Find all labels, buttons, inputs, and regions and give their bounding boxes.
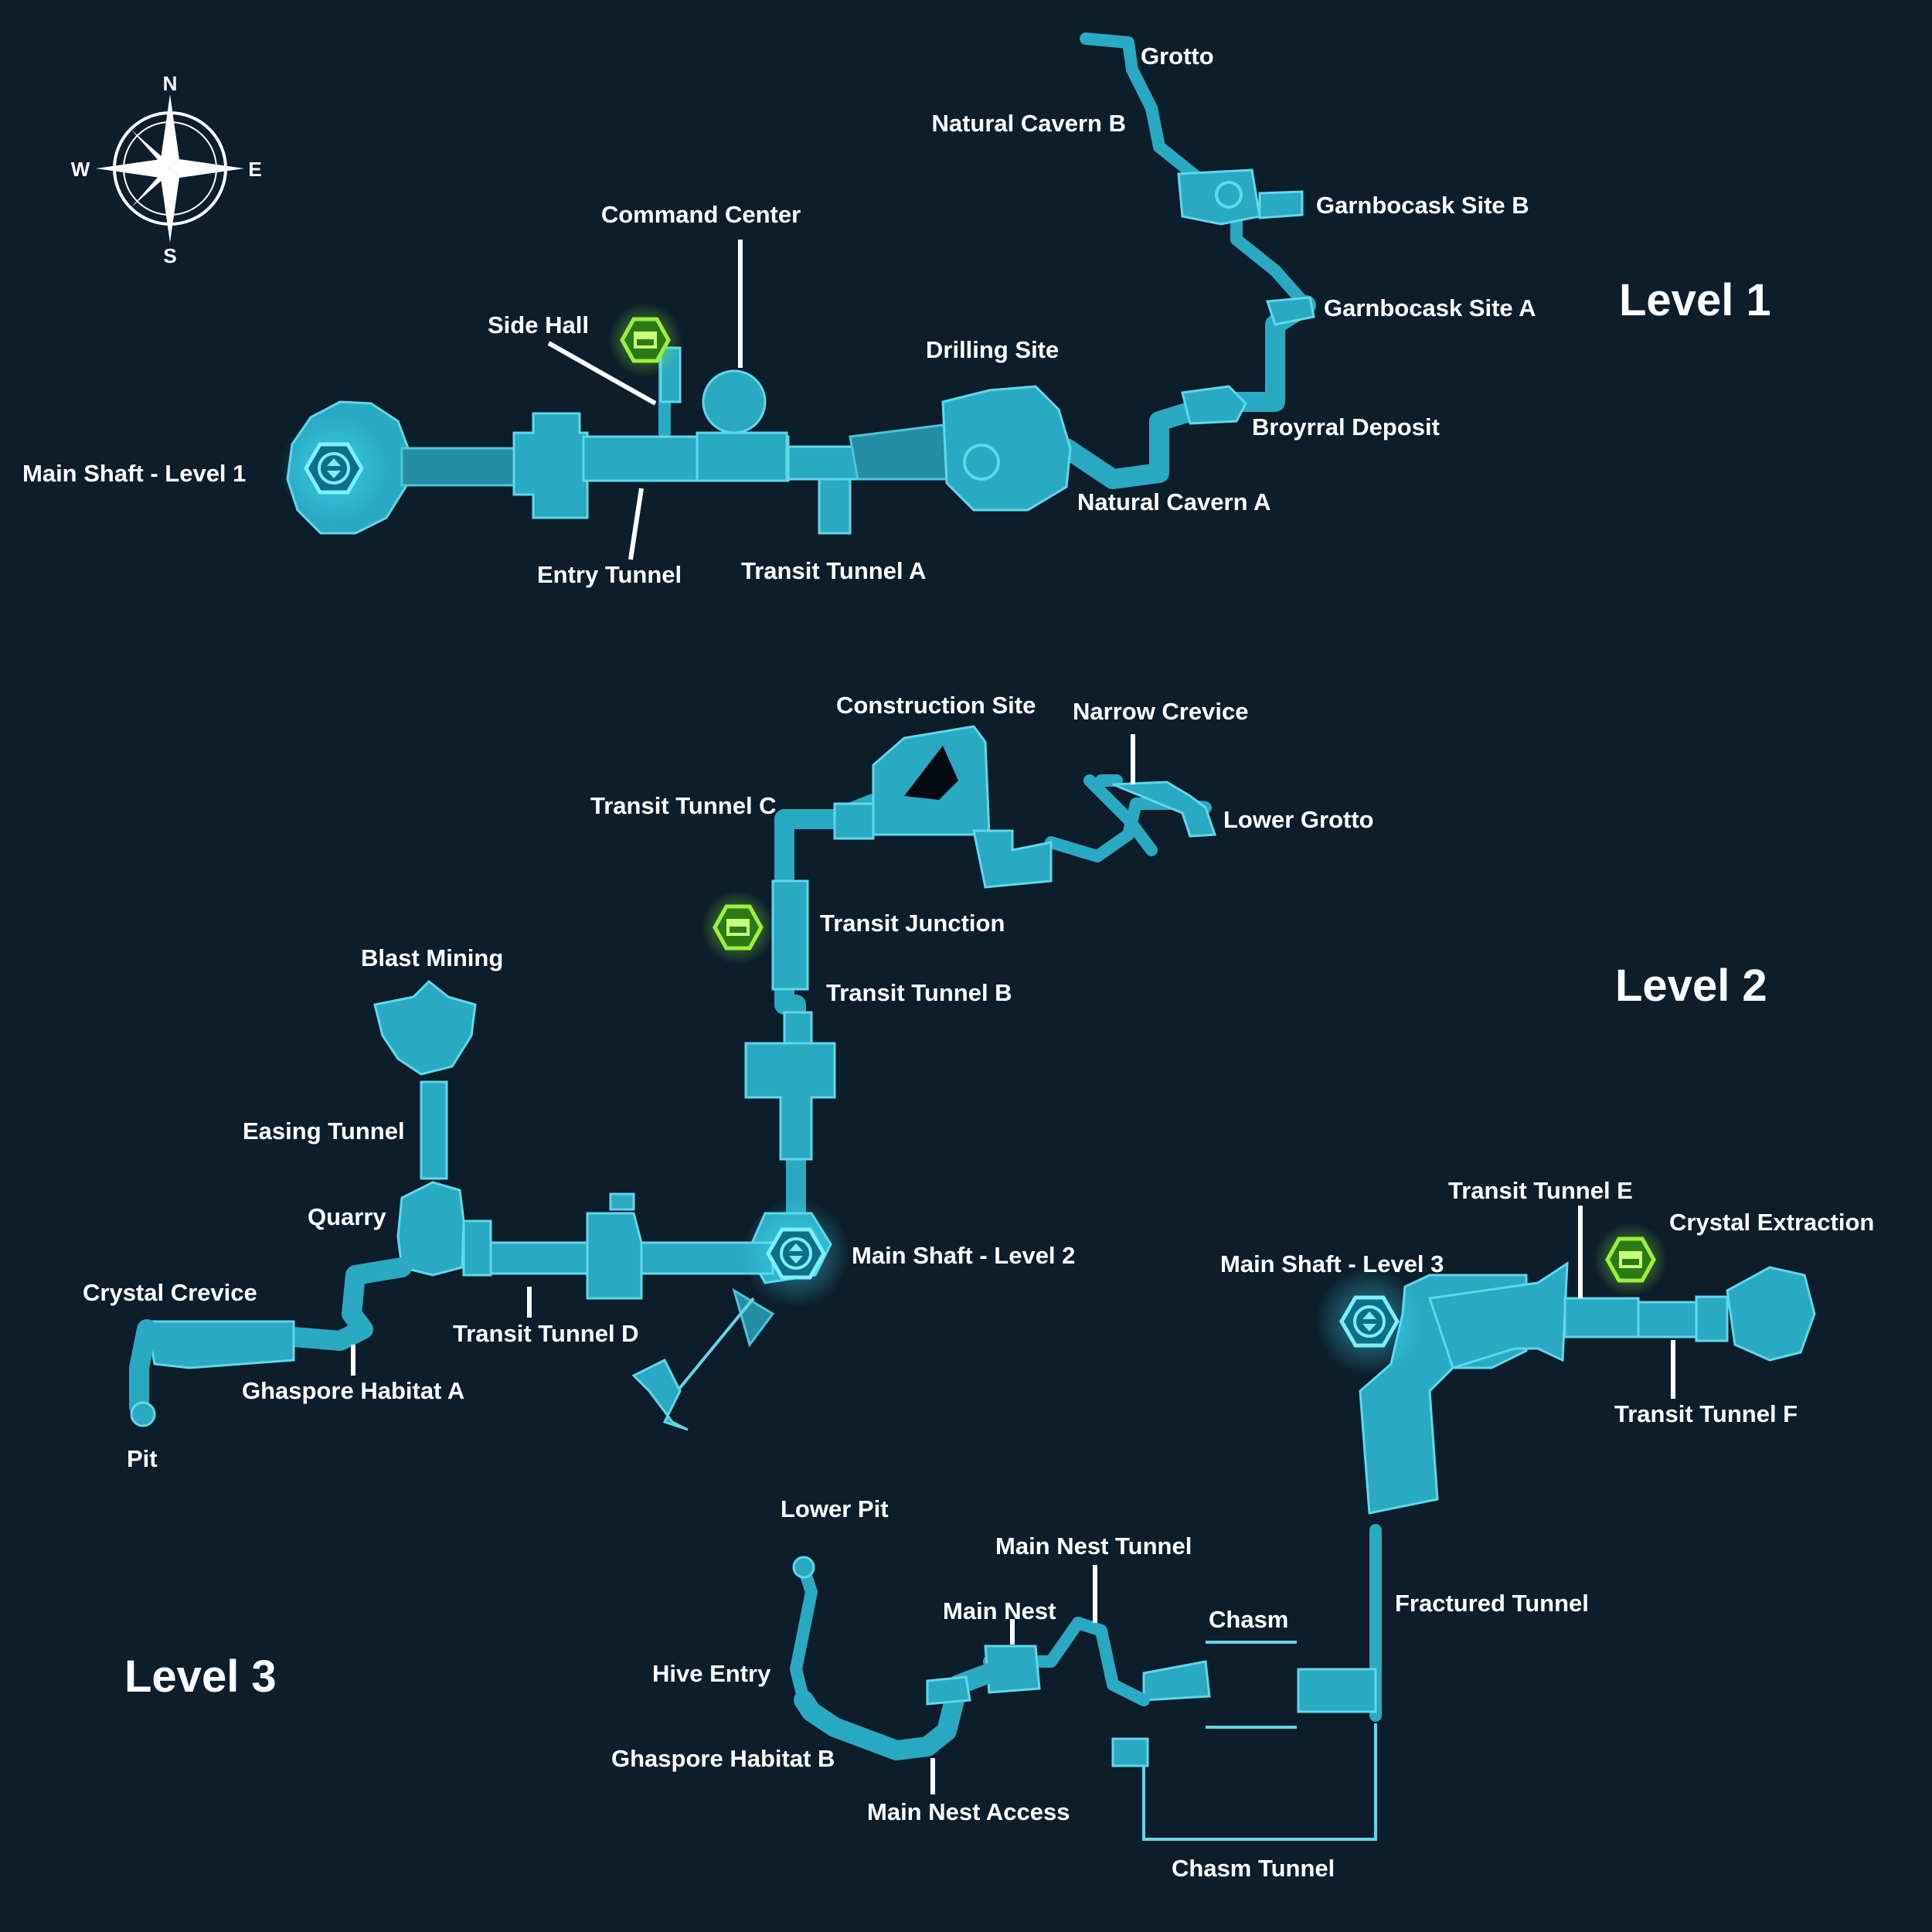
level-2-map	[129, 725, 1217, 1431]
label-construction-site: Construction Site	[836, 692, 1036, 719]
label-transit-tunnel-c: Transit Tunnel C	[590, 792, 777, 819]
label-blast-mining: Blast Mining	[361, 944, 503, 971]
label-garnbocask-site-b: Garnbocask Site B	[1316, 192, 1529, 219]
label-drilling-site: Drilling Site	[926, 336, 1059, 363]
label-main-shaft-level-1: Main Shaft - Level 1	[22, 460, 246, 487]
label-transit-tunnel-a: Transit Tunnel A	[741, 557, 926, 584]
label-transit-tunnel-e: Transit Tunnel E	[1448, 1177, 1633, 1204]
compass-west: W	[71, 158, 90, 181]
label-natural-cavern-a: Natural Cavern A	[1077, 488, 1270, 515]
label-chasm: Chasm	[1209, 1606, 1288, 1633]
label-grotto: Grotto	[1141, 43, 1214, 70]
elevator-icon[interactable]	[742, 1199, 850, 1308]
label-transit-tunnel-d: Transit Tunnel D	[453, 1320, 639, 1347]
label-garnbocask-site-a: Garnbocask Site A	[1324, 294, 1536, 321]
level-3-title: Level 3	[124, 1651, 277, 1702]
label-transit-tunnel-f: Transit Tunnel F	[1614, 1400, 1798, 1427]
label-pit: Pit	[127, 1445, 158, 1472]
label-chasm-tunnel: Chasm Tunnel	[1172, 1855, 1335, 1882]
label-natural-cavern-b: Natural Cavern B	[931, 110, 1126, 137]
label-transit-junction: Transit Junction	[820, 910, 1005, 937]
label-entry-tunnel: Entry Tunnel	[537, 561, 682, 588]
elevator-icon[interactable]	[280, 414, 388, 522]
level-1-map	[286, 32, 1316, 535]
shop-icon[interactable]	[608, 303, 682, 377]
label-broyrral-deposit: Broyrral Deposit	[1252, 413, 1440, 440]
label-main-shaft-level-3: Main Shaft - Level 3	[1220, 1250, 1444, 1277]
level-2-title: Level 2	[1615, 961, 1767, 1011]
level-3-map	[790, 1261, 1816, 1841]
label-lower-grotto: Lower Grotto	[1223, 806, 1374, 833]
label-ghaspore-habitat-a: Ghaspore Habitat A	[242, 1377, 464, 1404]
label-crystal-crevice: Crystal Crevice	[83, 1279, 257, 1306]
label-main-nest-access: Main Nest Access	[867, 1798, 1070, 1825]
label-hive-entry: Hive Entry	[652, 1660, 771, 1687]
shop-icon[interactable]	[701, 890, 775, 964]
leader-entry-tunnel	[628, 488, 644, 560]
label-command-center: Command Center	[601, 201, 801, 228]
shop-icon[interactable]	[1594, 1223, 1668, 1297]
label-ghaspore-habitat-b: Ghaspore Habitat B	[611, 1745, 835, 1772]
label-narrow-crevice: Narrow Crevice	[1073, 698, 1248, 725]
label-crystal-extraction: Crystal Extraction	[1669, 1209, 1874, 1236]
label-main-shaft-level-2: Main Shaft - Level 2	[852, 1242, 1075, 1269]
compass-east: E	[248, 158, 261, 181]
label-lower-pit: Lower Pit	[781, 1495, 889, 1522]
label-main-nest-tunnel: Main Nest Tunnel	[995, 1532, 1192, 1560]
label-quarry: Quarry	[308, 1203, 386, 1230]
label-main-nest: Main Nest	[943, 1597, 1056, 1624]
compass-rose-icon	[96, 94, 244, 243]
label-side-hall: Side Hall	[488, 311, 589, 338]
compass-south: S	[163, 244, 176, 267]
level-1-title: Level 1	[1619, 275, 1771, 325]
elevator-icon[interactable]	[1315, 1267, 1423, 1376]
label-easing-tunnel: Easing Tunnel	[243, 1117, 405, 1145]
compass-north: N	[163, 72, 178, 95]
label-transit-tunnel-b: Transit Tunnel B	[826, 979, 1012, 1006]
label-fractured-tunnel: Fractured Tunnel	[1395, 1590, 1589, 1617]
leader-side-hall	[547, 341, 657, 406]
